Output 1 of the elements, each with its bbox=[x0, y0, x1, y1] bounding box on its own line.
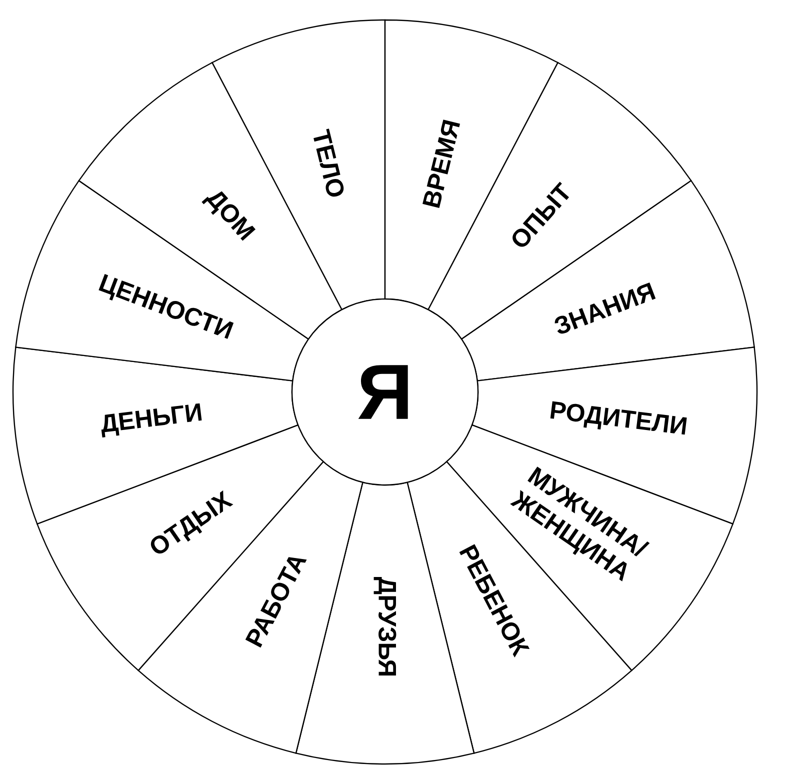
node-label: ДРУЗЬЯ bbox=[374, 577, 396, 676]
